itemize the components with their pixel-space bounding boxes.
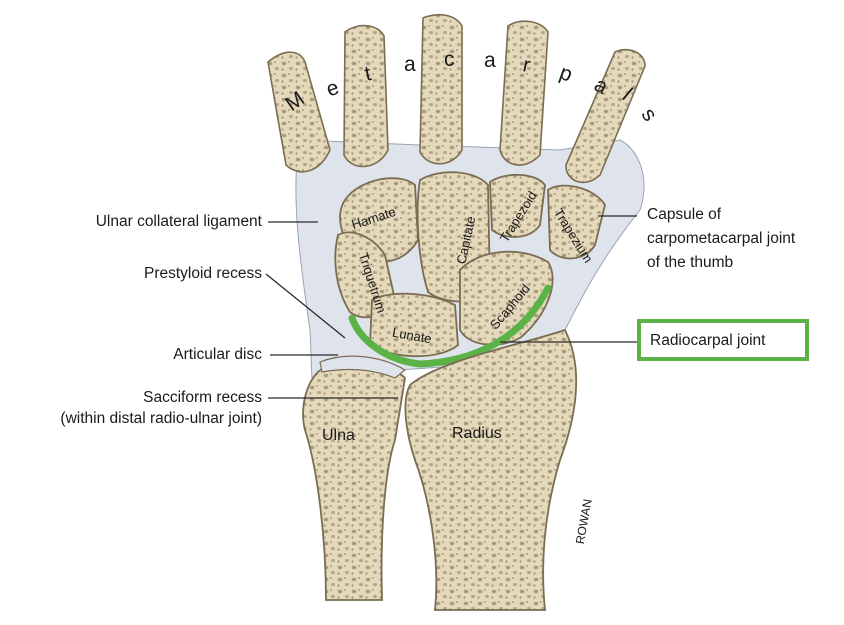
leader-lines	[265, 215, 637, 399]
capsule-label-line2: carpometacarpal joint	[647, 230, 796, 247]
ulna-label: Ulna	[322, 427, 355, 444]
articular-disc-label: Articular disc	[173, 346, 262, 363]
artist-signature: ROWAN	[573, 498, 595, 545]
radiocarpal-joint-highlight	[348, 284, 552, 368]
capsule-label-line3: of the thumb	[647, 254, 734, 271]
metacarpals-letter: r	[521, 53, 533, 77]
metacarpals-letter: c	[444, 48, 455, 71]
prestyloid-recess-label: Prestyloid recess	[143, 265, 262, 282]
radius-label: Radius	[452, 425, 502, 442]
ulna-bone	[302, 363, 406, 601]
radius-bone	[404, 328, 578, 611]
metacarpals-letter: t	[363, 62, 374, 86]
capsule-label-line1: Capsule of	[647, 206, 722, 223]
metacarpals-letter: a	[404, 53, 416, 76]
radiocarpal-joint-label: Radiocarpal joint	[650, 332, 766, 349]
metacarpals-letter: p	[557, 61, 576, 87]
ulnar-collateral-ligament-label: Ulnar collateral ligament	[95, 213, 262, 230]
carpal-bones	[334, 171, 606, 358]
scaphoid-bone	[459, 250, 554, 346]
metacarpal-bones	[267, 13, 646, 184]
sacciform-recess-note: (within distal radio-ulnar joint)	[60, 410, 262, 427]
radiocarpal-joint-callout: Radiocarpal joint	[637, 319, 809, 361]
metacarpals-letter: a	[484, 49, 496, 72]
articular-disc	[319, 355, 407, 379]
trapezium-bone	[547, 184, 606, 260]
metacarpals-letter: s	[637, 104, 662, 126]
lunate-label: Lunate	[391, 325, 433, 347]
trapezoid-bone	[489, 173, 546, 238]
sacciform-recess-label: Sacciform recess	[143, 389, 262, 406]
metacarpals-letter: e	[323, 76, 342, 102]
